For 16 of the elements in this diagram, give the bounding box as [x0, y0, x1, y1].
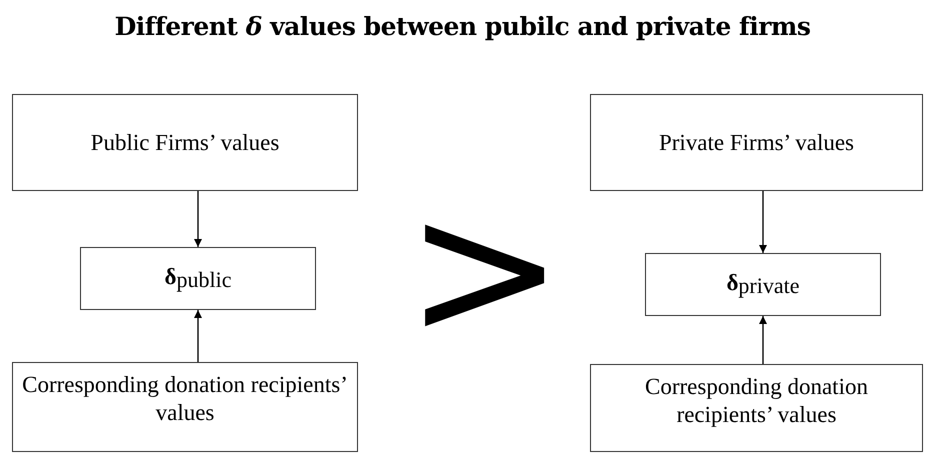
- process-box: [12, 94, 358, 191]
- box-label: Corresponding donation recipients’ values: [21, 371, 349, 426]
- box-label: Corresponding donation recipients’ values: [644, 373, 869, 428]
- process-box: [12, 362, 358, 452]
- process-box: [590, 94, 923, 191]
- arrow: [194, 191, 202, 247]
- arrow: [759, 316, 767, 364]
- diagram-title: Different δ values between pubilc and private firms: [114, 12, 812, 41]
- box-label: Public Firms’ values: [90, 128, 280, 156]
- greater-than-sign: >: [405, 175, 564, 365]
- process-box: [645, 253, 881, 316]
- process-box: [80, 247, 316, 310]
- process-box: [590, 364, 923, 452]
- arrow: [194, 310, 202, 362]
- box-label: Private Firms’ values: [658, 128, 854, 156]
- arrow: [759, 191, 767, 253]
